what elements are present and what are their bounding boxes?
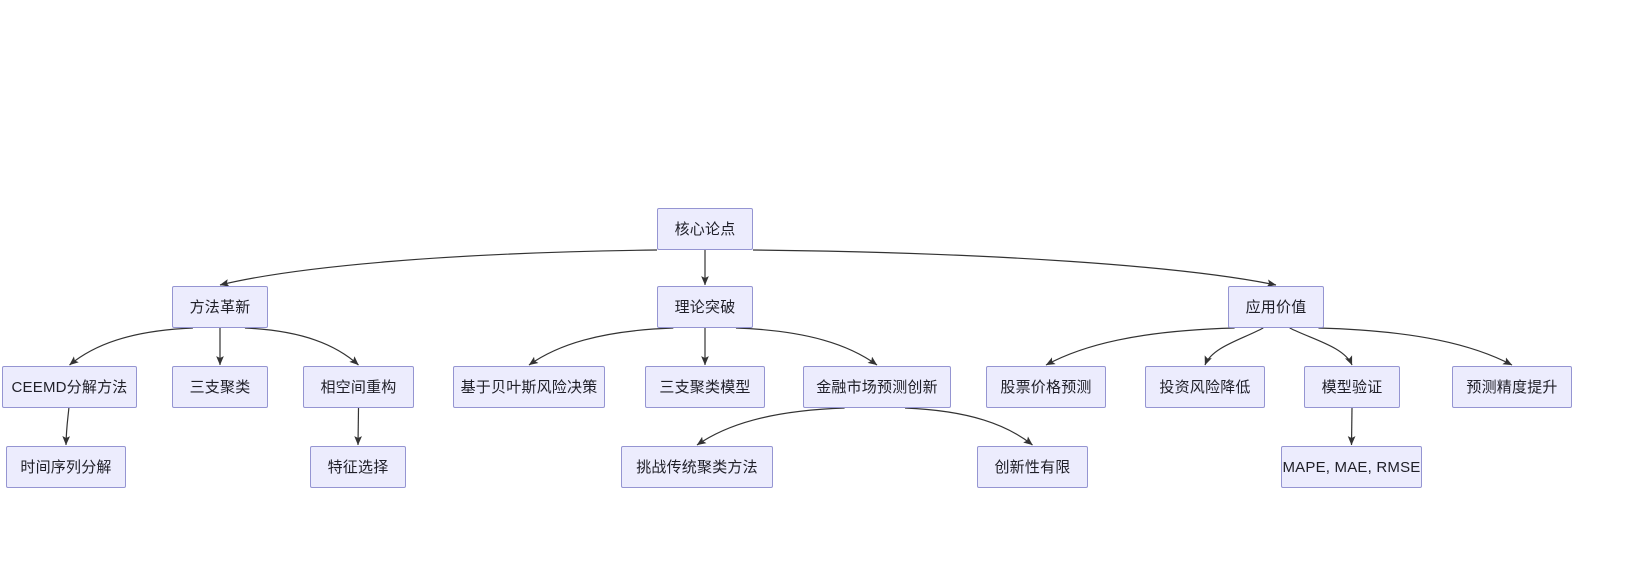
node-phase[interactable]: 相空间重构 [303, 366, 414, 408]
edge-application-to-stock [1045, 327, 1235, 366]
node-label: CEEMD分解方法 [11, 378, 128, 396]
node-theory[interactable]: 理论突破 [657, 286, 753, 328]
edge-finance-to-challenge [696, 407, 845, 446]
node-label: 方法革新 [189, 298, 251, 316]
edge-paths [62, 249, 1513, 446]
node-label: 特征选择 [327, 458, 389, 476]
node-label: 预测精度提升 [1466, 378, 1558, 396]
node-label: 挑战传统聚类方法 [636, 458, 758, 476]
edge-theory-to-finance [735, 327, 878, 366]
node-metrics[interactable]: MAPE, MAE, RMSE [1281, 446, 1422, 488]
node-label: 应用价值 [1245, 298, 1307, 316]
node-tsdecomp[interactable]: 时间序列分解 [6, 446, 126, 488]
node-application[interactable]: 应用价值 [1228, 286, 1324, 328]
edge-method-to-phase [244, 327, 359, 366]
edge-ceemd-to-tsdecomp [62, 407, 71, 446]
node-label: 理论突破 [674, 298, 736, 316]
node-label: 创新性有限 [994, 458, 1071, 476]
node-label: 投资风险降低 [1159, 378, 1251, 396]
edge-method-to-ceemd [69, 327, 193, 366]
node-threeway[interactable]: 三支聚类 [172, 366, 268, 408]
edge-application-to-risk [1204, 327, 1264, 366]
node-bayes[interactable]: 基于贝叶斯风险决策 [453, 366, 605, 408]
node-root[interactable]: 核心论点 [657, 208, 753, 250]
edge-application-to-validate [1289, 327, 1353, 366]
node-threemodel[interactable]: 三支聚类模型 [645, 366, 765, 408]
node-risk[interactable]: 投资风险降低 [1145, 366, 1265, 408]
edge-root-to-application [752, 249, 1277, 287]
edge-phase-to-feature [354, 407, 362, 446]
edge-root-to-method [219, 249, 658, 287]
node-label: 基于贝叶斯风险决策 [460, 378, 598, 396]
node-finance[interactable]: 金融市场预测创新 [803, 366, 951, 408]
edge-validate-to-metrics [1347, 407, 1356, 446]
node-challenge[interactable]: 挑战传统聚类方法 [621, 446, 773, 488]
node-limited[interactable]: 创新性有限 [977, 446, 1088, 488]
edge-finance-to-limited [904, 407, 1033, 446]
node-method[interactable]: 方法革新 [172, 286, 268, 328]
node-label: 核心论点 [674, 220, 736, 238]
node-stock[interactable]: 股票价格预测 [986, 366, 1106, 408]
node-validate[interactable]: 模型验证 [1304, 366, 1400, 408]
node-label: 金融市场预测创新 [816, 378, 938, 396]
node-label: 三支聚类模型 [659, 378, 751, 396]
node-label: 三支聚类 [189, 378, 251, 396]
node-accuracy[interactable]: 预测精度提升 [1452, 366, 1572, 408]
node-label: 股票价格预测 [1000, 378, 1092, 396]
node-label: 时间序列分解 [20, 458, 112, 476]
node-label: MAPE, MAE, RMSE [1282, 458, 1421, 476]
node-feature[interactable]: 特征选择 [310, 446, 406, 488]
edge-application-to-accuracy [1318, 327, 1513, 366]
node-label: 模型验证 [1321, 378, 1383, 396]
node-label: 相空间重构 [320, 378, 397, 396]
edge-theory-to-bayes [528, 327, 674, 366]
node-ceemd[interactable]: CEEMD分解方法 [2, 366, 137, 408]
